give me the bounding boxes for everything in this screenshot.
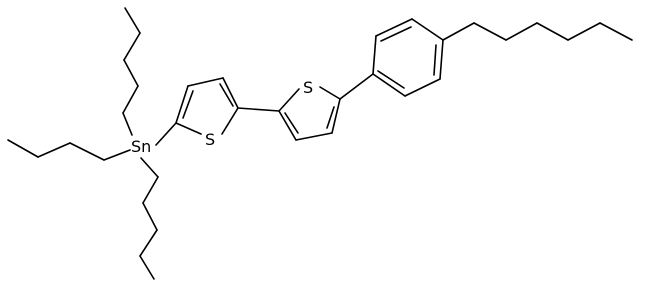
benzene-ring: [372, 18, 444, 97]
biaryl-bond-thiophenes: [237, 107, 280, 112]
atom-sulfur-right: S: [303, 78, 313, 97]
butyl-chain-top: [122, 7, 141, 136]
atom-sulfur-left: S: [205, 130, 215, 149]
atom-label-s-left: S: [205, 130, 215, 149]
atom-tin: Sn: [131, 137, 151, 156]
hexyl-chain: [442, 22, 633, 41]
butyl-chain-bottom: [139, 157, 159, 280]
atom-label-s-right: S: [303, 78, 313, 97]
thiophene-ring-right: [278, 86, 341, 141]
butyl-chain-left: [7, 139, 131, 161]
biaryl-bond-phenyl: [339, 73, 374, 100]
sn-thiophene-bond: [155, 122, 177, 146]
thiophene-ring-left: [175, 77, 239, 135]
atom-label-sn: Sn: [131, 137, 151, 156]
